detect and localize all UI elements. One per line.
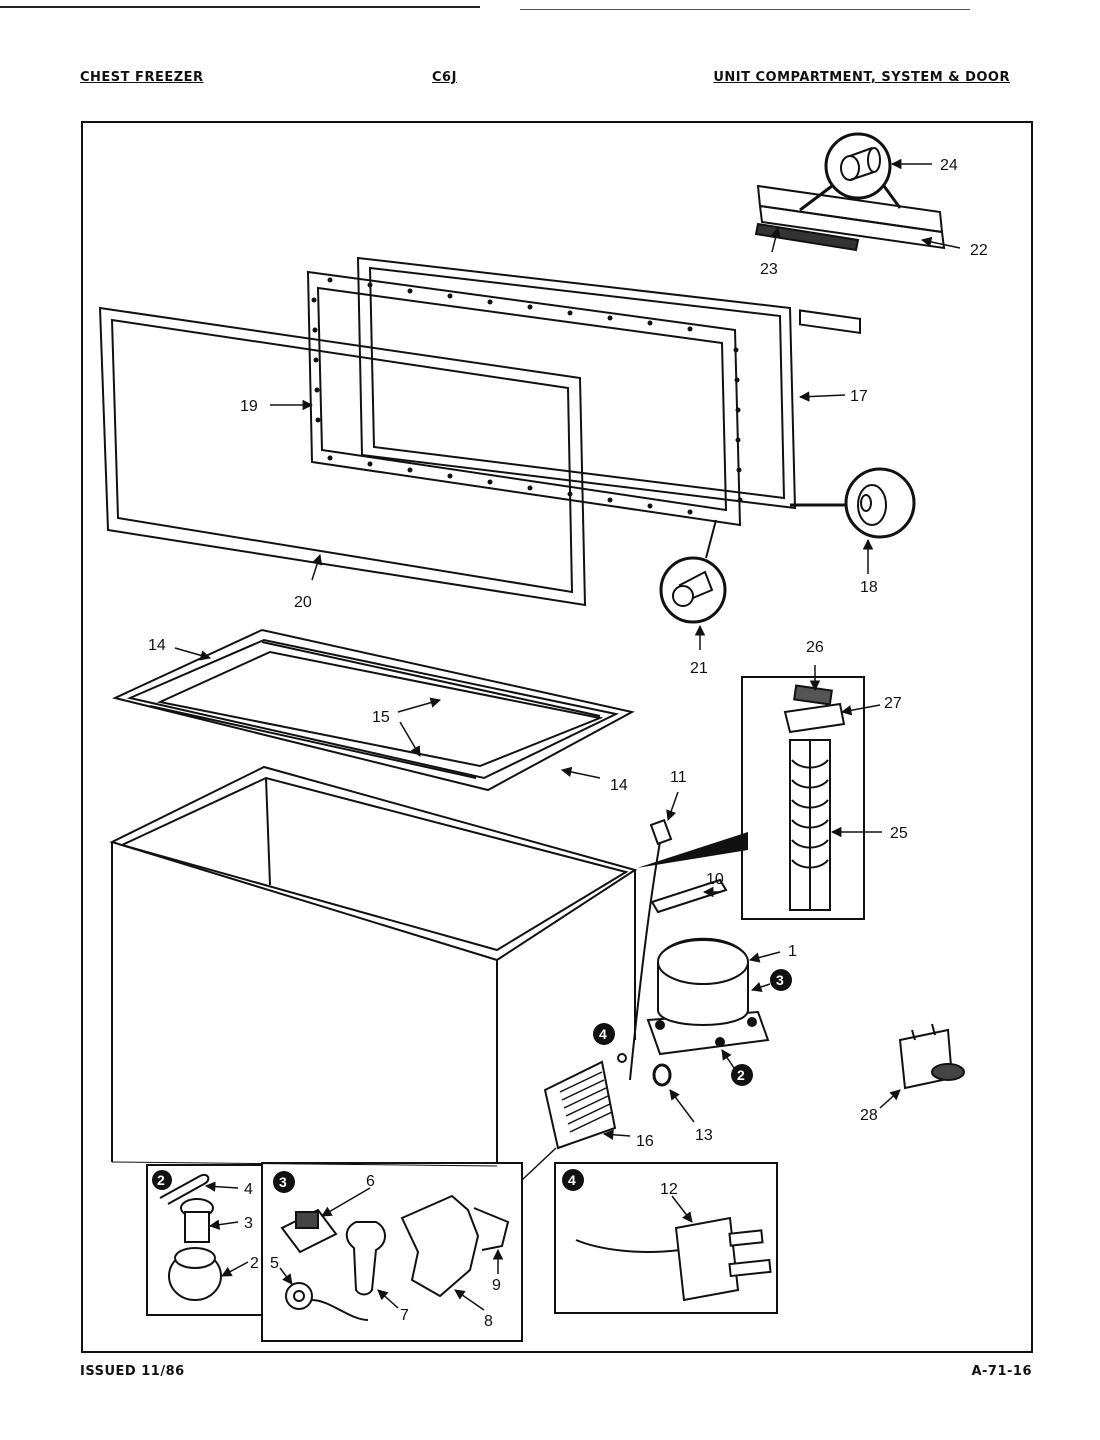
circled-marker-3-main: 3 xyxy=(770,969,792,991)
circled-marker-4-main: 4 xyxy=(593,1023,615,1045)
thermostat-part xyxy=(575,1216,772,1302)
callout-27: 27 xyxy=(884,695,902,712)
callout-28: 28 xyxy=(860,1107,878,1124)
plug-part xyxy=(672,570,714,607)
hinge-pin xyxy=(840,147,881,181)
compressor xyxy=(646,937,770,1056)
callout-19: 19 xyxy=(240,398,258,415)
callout-14b: 14 xyxy=(610,777,628,794)
callout-20: 20 xyxy=(294,594,312,611)
door-liner-panel xyxy=(356,256,797,510)
diagram-border xyxy=(81,121,1033,1353)
callout-12: 12 xyxy=(660,1181,678,1198)
callout-7: 7 xyxy=(400,1307,409,1324)
svg-text:3: 3 xyxy=(279,1174,287,1190)
svg-text:4: 4 xyxy=(599,1026,607,1042)
callout-23: 23 xyxy=(760,261,778,278)
control-assembly xyxy=(783,684,846,911)
svg-text:3: 3 xyxy=(776,972,784,988)
callout-21: 21 xyxy=(690,660,708,677)
header-model: C6J xyxy=(432,70,457,85)
circled-marker-4-inset: 4 xyxy=(562,1169,584,1191)
circled-marker-3-inset: 3 xyxy=(273,1171,295,1193)
svg-text:4: 4 xyxy=(568,1172,576,1188)
inset-box-3 xyxy=(261,1162,523,1342)
footer-page-code: A-71-16 xyxy=(971,1364,1032,1379)
callout-3: 3 xyxy=(244,1215,253,1232)
start-relay-parts xyxy=(280,1194,510,1321)
header-section: UNIT COMPARTMENT, SYSTEM & DOOR xyxy=(713,70,1010,85)
callout-14a: 14 xyxy=(148,637,166,654)
top-rule xyxy=(0,6,480,8)
callout-1: 1 xyxy=(788,943,797,960)
access-grille xyxy=(543,1060,617,1150)
callout-18: 18 xyxy=(860,579,878,596)
callout-4: 4 xyxy=(244,1181,253,1198)
hinge-rail xyxy=(754,184,946,335)
control-inset-box xyxy=(741,676,865,920)
callout-16: 16 xyxy=(636,1133,654,1150)
control-leader xyxy=(637,832,748,868)
callout-13: 13 xyxy=(695,1127,713,1144)
grommet xyxy=(652,1063,672,1087)
top-rule-secondary xyxy=(520,9,970,10)
callout-11: 11 xyxy=(670,769,687,786)
callout-25: 25 xyxy=(890,825,908,842)
freezer-cabinet xyxy=(109,765,638,1166)
relay-overload xyxy=(898,1023,965,1090)
bumper-part xyxy=(857,484,887,526)
door-frame xyxy=(306,270,742,527)
circled-marker-2-inset: 2 xyxy=(152,1170,172,1190)
header-product: CHEST FREEZER xyxy=(80,70,204,85)
door-gasket xyxy=(98,306,587,607)
callout-6: 6 xyxy=(366,1173,375,1190)
callout-8: 8 xyxy=(484,1313,493,1330)
breaker-strip-frame xyxy=(111,628,635,792)
footer-issued: ISSUED 11/86 xyxy=(80,1364,185,1379)
callout-10: 10 xyxy=(706,871,724,888)
svg-text:2: 2 xyxy=(737,1067,745,1083)
callout-24: 24 xyxy=(940,157,958,174)
callout-17: 17 xyxy=(850,388,868,405)
mounting-parts xyxy=(159,1174,222,1301)
stud-part xyxy=(617,1053,627,1063)
callout-2: 2 xyxy=(250,1255,259,1272)
frame-holes xyxy=(311,277,743,515)
callout-26: 26 xyxy=(806,639,824,656)
circled-marker-2-main: 2 xyxy=(731,1064,753,1086)
leader-arrows xyxy=(174,158,961,1311)
svg-text:2: 2 xyxy=(157,1172,165,1188)
callout-15: 15 xyxy=(372,709,390,726)
callout-5: 5 xyxy=(270,1255,279,1272)
callout-9: 9 xyxy=(492,1277,501,1294)
callout-22: 22 xyxy=(970,242,988,259)
